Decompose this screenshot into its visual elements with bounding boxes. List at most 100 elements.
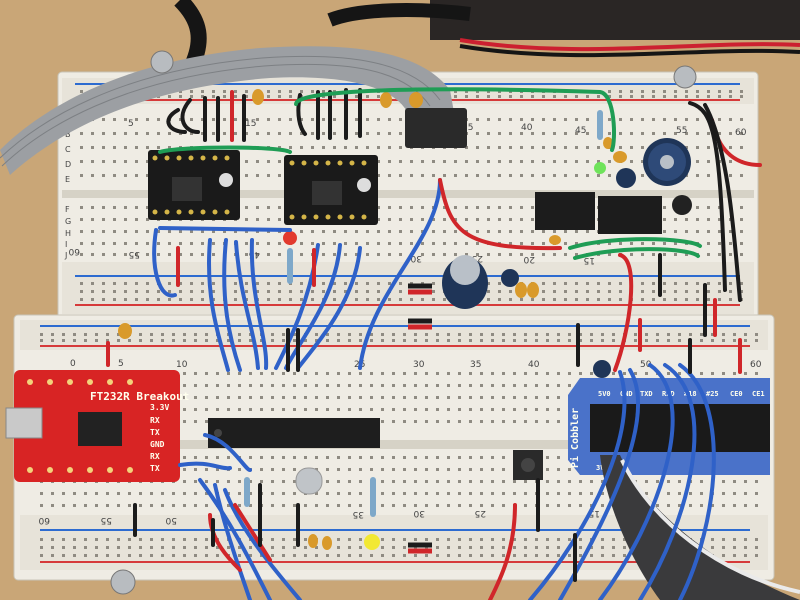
svg-text:30: 30 (413, 508, 425, 518)
breadboard-hole (73, 538, 76, 541)
breadboard-hole (102, 242, 105, 245)
breadboard-hole (183, 396, 186, 399)
breadboard-hole (641, 132, 644, 135)
breadboard-hole (194, 546, 197, 549)
breadboard-hole (212, 282, 215, 285)
breadboard-hole (388, 298, 391, 301)
breadboard-hole (421, 174, 424, 177)
breadboard-hole (597, 290, 600, 293)
breadboard-hole (447, 504, 450, 507)
breadboard-hole (249, 372, 252, 375)
breadboard-hole (80, 218, 83, 221)
breadboard-hole (344, 242, 347, 245)
breadboard-hole (425, 396, 428, 399)
svg-text:45: 45 (249, 249, 260, 259)
breadboard-hole (718, 253, 721, 256)
breadboard-hole (370, 468, 373, 471)
breadboard-hole (216, 372, 219, 375)
breadboard-hole (568, 504, 571, 507)
breadboard-hole (249, 408, 252, 411)
breadboard-hole (392, 554, 395, 557)
breadboard-hole (194, 538, 197, 541)
breadboard-hole (612, 333, 615, 336)
svg-text:5: 5 (128, 119, 134, 129)
breadboard-hole (700, 480, 703, 483)
breadboard-hole (612, 546, 615, 549)
breadboard-hole (168, 242, 171, 245)
breadboard-hole (645, 492, 648, 495)
breadboard-hole (733, 339, 736, 342)
breadboard-hole (436, 480, 439, 483)
breadboard-hole (535, 372, 538, 375)
breadboard-hole (432, 242, 435, 245)
breadboard-hole (476, 160, 479, 163)
breadboard-hole (641, 282, 644, 285)
breadboard-hole (102, 230, 105, 233)
breadboard-hole (311, 90, 314, 93)
breadboard-hole (575, 253, 578, 256)
breadboard-hole (399, 206, 402, 209)
breadboard-hole (216, 408, 219, 411)
breadboard-hole (399, 174, 402, 177)
breadboard-hole (271, 468, 274, 471)
breadboard-hole (487, 118, 490, 121)
breadboard-hole (205, 333, 208, 336)
breadboard-hole (95, 504, 98, 507)
breadboard-hole (403, 333, 406, 336)
breadboard-hole (106, 339, 109, 342)
breadboard-hole (300, 242, 303, 245)
breadboard-hole (392, 480, 395, 483)
breadboard-hole (344, 253, 347, 256)
breadboard-hole (91, 242, 94, 245)
breadboard-hole (542, 230, 545, 233)
breadboard-hole (267, 174, 270, 177)
breadboard-hole (260, 372, 263, 375)
svg-text:60: 60 (38, 515, 50, 525)
breadboard-hole (227, 480, 230, 483)
breadboard-hole (718, 230, 721, 233)
breadboard-hole (711, 333, 714, 336)
breadboard-hole (95, 546, 98, 549)
breadboard-hole (740, 146, 743, 149)
breadboard-hole (377, 290, 380, 293)
breadboard-hole (179, 290, 182, 293)
breadboard-hole (509, 132, 512, 135)
breadboard-hole (535, 339, 538, 342)
breadboard-hole (447, 538, 450, 541)
breadboard-hole (161, 492, 164, 495)
breadboard-hole (267, 253, 270, 256)
breadboard-hole (557, 396, 560, 399)
breadboard-hole (586, 146, 589, 149)
breadboard-hole (326, 339, 329, 342)
breadboard-hole (355, 146, 358, 149)
breadboard-hole (113, 298, 116, 301)
breadboard-hole (282, 554, 285, 557)
breadboard-hole (597, 146, 600, 149)
breadboard-hole (579, 546, 582, 549)
breadboard-hole (322, 132, 325, 135)
breadboard-hole (399, 290, 402, 293)
breadboard-hole (579, 333, 582, 336)
breadboard-hole (300, 146, 303, 149)
breadboard-hole (359, 384, 362, 387)
breadboard-hole (696, 90, 699, 93)
breadboard-hole (678, 339, 681, 342)
breadboard-hole (271, 333, 274, 336)
breadboard-hole (733, 492, 736, 495)
breadboard-hole (667, 480, 670, 483)
breadboard-hole (520, 95, 523, 98)
breadboard-hole (146, 132, 149, 135)
breadboard-hole (135, 298, 138, 301)
breadboard-hole (480, 480, 483, 483)
breadboard-hole (487, 230, 490, 233)
breadboard-hole (557, 333, 560, 336)
breadboard-hole (179, 90, 182, 93)
breadboard-hole (414, 538, 417, 541)
breadboard-hole (348, 339, 351, 342)
breadboard-hole (568, 372, 571, 375)
breadboard-hole (124, 132, 127, 135)
breadboard-hole (238, 384, 241, 387)
breadboard-hole (476, 242, 479, 245)
breadboard-hole (377, 160, 380, 163)
breadboard-hole (674, 242, 677, 245)
